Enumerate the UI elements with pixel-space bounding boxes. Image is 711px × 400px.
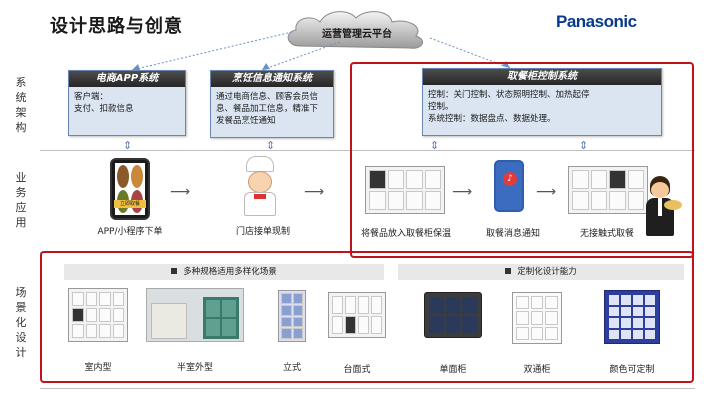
row-label-business: 业务应用 <box>15 171 27 229</box>
cloud-platform-label: 运营管理云平台 <box>322 29 392 40</box>
row-divider-3 <box>40 388 695 389</box>
customer-illustration <box>640 176 682 240</box>
chef-illustration <box>238 156 282 218</box>
single-sided-cabinet-illustration <box>424 292 482 338</box>
double-sided-cabinet-illustration <box>512 292 562 344</box>
scene-indoor: 室内型 <box>84 363 112 373</box>
step-store-in-locker: 将餐品放入取餐柜保温 <box>360 229 451 239</box>
scene-countertop: 台面式 <box>343 365 371 375</box>
locker-line-3: 系统控制：数据盘点、数据处理。 <box>428 114 556 124</box>
cooking-line-3: 发餐品烹饪通知 <box>216 116 276 126</box>
custom-design-section-label: 定制化设计能力 <box>517 267 577 277</box>
notification-phone-illustration: ♪ <box>494 160 524 212</box>
scene-vertical: 立式 <box>282 363 301 373</box>
cooking-line-2: 息、餐品加工信息，精准下 <box>216 104 319 114</box>
row-label-scene: 场景化设计 <box>15 286 27 359</box>
contactless-locker-illustration <box>568 166 648 214</box>
semi-outdoor-cabinet-illustration <box>146 288 244 342</box>
locker-line-2: 控制。 <box>428 102 454 112</box>
bell-icon: ♪ <box>503 172 517 186</box>
right-arrow-icon: ⟶ <box>170 184 191 200</box>
step-store-cook: 门店接单现制 <box>235 227 290 237</box>
right-arrow-icon: ⟶ <box>304 184 325 200</box>
step-app-order: APP/小程序下单 <box>97 227 163 237</box>
bullet-icon <box>171 268 178 274</box>
vertical-cabinet-illustration <box>278 290 306 342</box>
ecommerce-system-title: 电商APP系统 <box>69 71 185 87</box>
panasonic-logo: Panasonic <box>556 12 637 31</box>
countertop-cabinet-illustration <box>328 292 386 338</box>
updown-arrow-icon: ⇕ <box>123 139 133 152</box>
updown-arrow-icon: ⇕ <box>579 139 589 152</box>
ecommerce-line-1: 客户端： <box>74 92 109 102</box>
right-arrow-icon: ⟶ <box>452 184 473 200</box>
scene-single-sided: 单面柜 <box>439 365 467 375</box>
cooking-system-title: 烹饪信息通知系统 <box>211 71 333 87</box>
locker-control-system-box: 取餐柜控制系统 控制：关门控制、状态照明控制、加热起停 控制。 系统控制：数据盘… <box>422 68 662 136</box>
phone-banner: 立即取餐 <box>114 200 146 208</box>
custom-design-section-bar: 定制化设计能力 <box>398 264 684 280</box>
scene-custom-color: 颜色可定制 <box>609 365 655 375</box>
scene-spec-section-bar: 多种规格适用多样化场景 <box>64 264 384 280</box>
custom-color-cabinet-illustration <box>604 290 660 344</box>
locker-system-title: 取餐柜控制系统 <box>423 69 661 85</box>
scene-semi-outdoor: 半室外型 <box>176 363 213 373</box>
indoor-cabinet-illustration <box>68 288 128 342</box>
cooking-line-1: 通过电商信息、顾客会员信 <box>216 92 319 102</box>
scene-focus-frame <box>40 251 694 383</box>
cooking-notify-system-box: 烹饪信息通知系统 通过电商信息、顾客会员信 息、餐品加工信息，精准下 发餐品烹饪… <box>210 70 334 138</box>
right-arrow-icon: ⟶ <box>536 184 557 200</box>
page-title: 设计思路与创意 <box>50 16 183 37</box>
phone-order-illustration <box>110 158 150 220</box>
row-divider-1 <box>40 150 695 151</box>
ecommerce-line-2: 支付、扣款信息 <box>74 104 134 114</box>
step-pickup-notice: 取餐消息通知 <box>485 229 540 239</box>
ecommerce-app-system-box: 电商APP系统 客户端： 支付、扣款信息 <box>68 70 186 136</box>
cloud-icon <box>287 11 424 49</box>
step-contactless-pickup: 无接触式取餐 <box>579 229 634 239</box>
row-label-system: 系统架构 <box>15 76 27 134</box>
scene-double-sided: 双通柜 <box>523 365 551 375</box>
locker-focus-frame <box>350 62 694 258</box>
locker-cabinet-illustration <box>365 166 445 214</box>
updown-arrow-icon: ⇕ <box>266 139 276 152</box>
scene-spec-section-label: 多种规格适用多样化场景 <box>183 267 277 277</box>
updown-arrow-icon: ⇕ <box>430 139 440 152</box>
bullet-icon <box>505 268 512 274</box>
locker-line-1: 控制：关门控制、状态照明控制、加热起停 <box>428 90 590 100</box>
